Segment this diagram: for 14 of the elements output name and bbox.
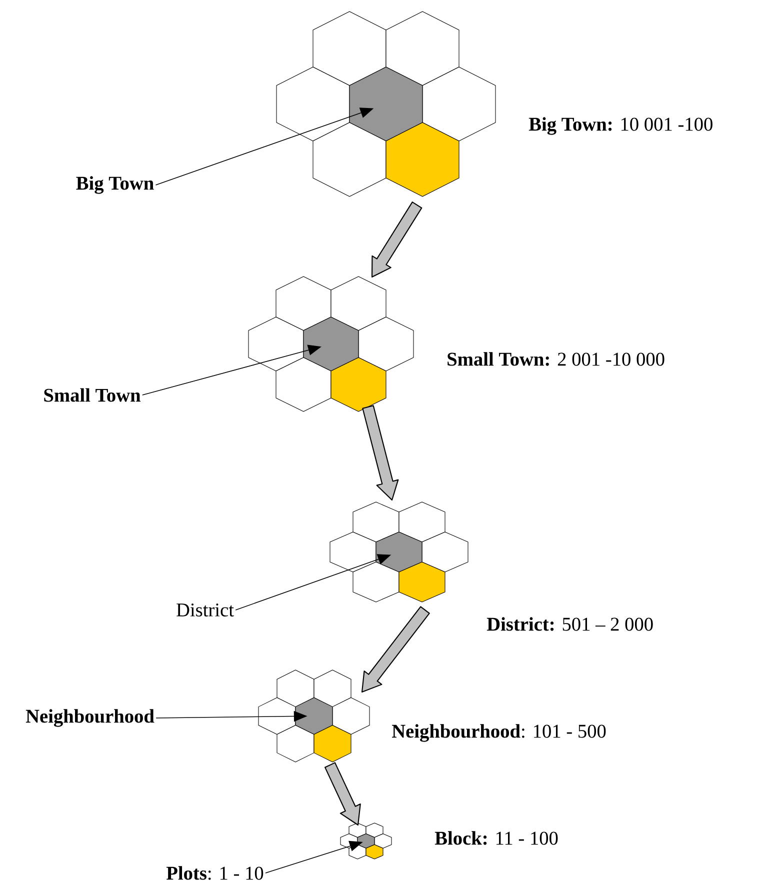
range-label: Block: 11 - 100 — [434, 831, 558, 845]
block-arrow — [361, 606, 430, 693]
level-label: Big Town — [76, 176, 154, 194]
range-label: Neighbourhood: 101 - 500 — [392, 724, 606, 742]
block-arrow — [362, 405, 399, 501]
range-label: Small Town: 2 001 -10 000 — [448, 352, 664, 366]
range-label: District: 501 – 2 000 — [486, 617, 653, 631]
block-arrow — [371, 202, 422, 278]
block-arrow — [324, 762, 361, 826]
level-label: Neighbourhood — [26, 709, 154, 727]
level-label: Small Town — [44, 388, 141, 402]
level-label: District — [176, 604, 234, 616]
range-label: Big Town: 10 001 -100 — [528, 117, 712, 135]
level-label: Plots: 1 - 10 — [166, 866, 264, 880]
